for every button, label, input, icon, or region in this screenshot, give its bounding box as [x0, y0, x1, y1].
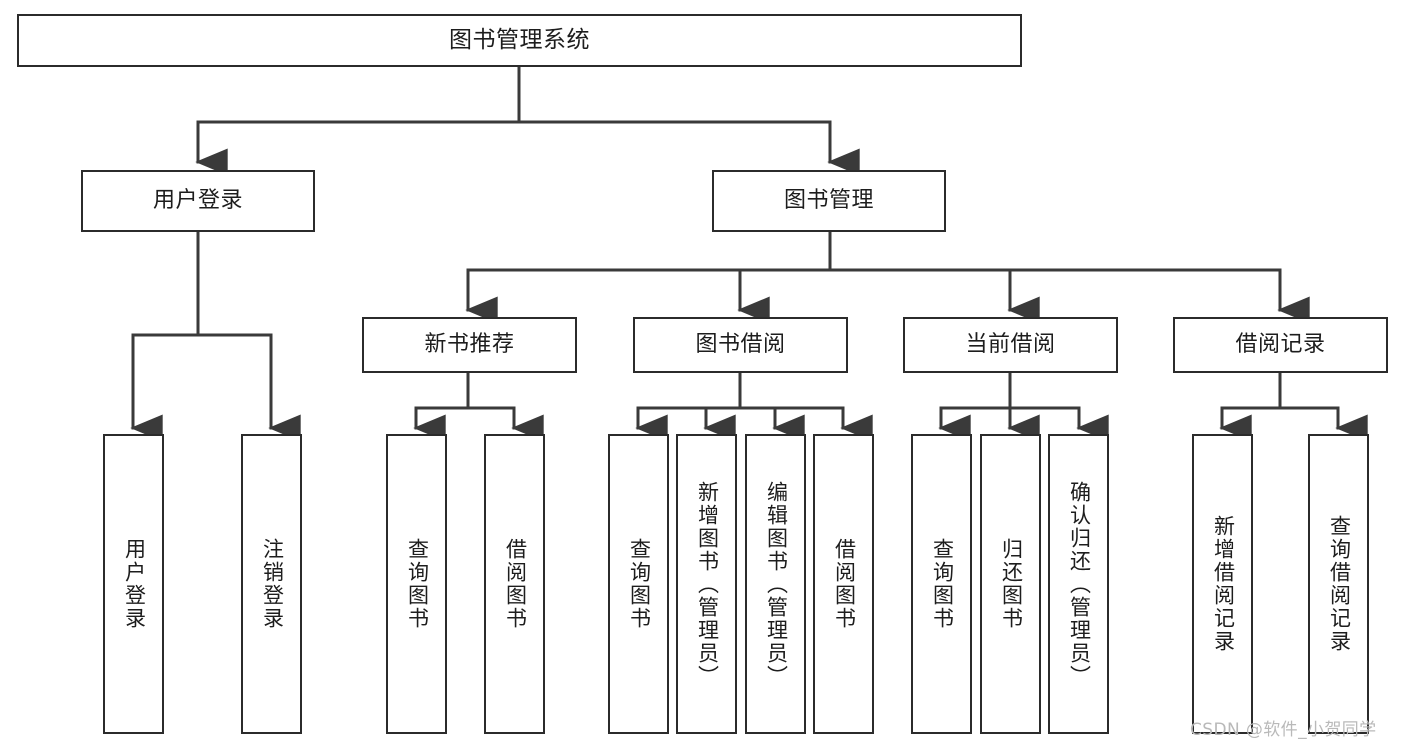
- node-leaf-return-book[interactable]: 归还图书: [980, 434, 1041, 734]
- node-leaf-borrow-book-1[interactable]: 借阅图书: [484, 434, 545, 734]
- node-label: 图书管理: [783, 187, 874, 213]
- node-label: 新增借阅记录: [1211, 515, 1236, 653]
- node-borrow-record[interactable]: 借阅记录: [1173, 317, 1388, 373]
- node-label: 用户登录: [152, 187, 243, 213]
- node-leaf-query-book-3[interactable]: 查询图书: [911, 434, 972, 734]
- node-label: 编辑图书（管理员）: [764, 480, 789, 688]
- node-label: 图书借阅: [695, 331, 786, 357]
- node-label: 归还图书: [999, 538, 1024, 630]
- node-leaf-add-record[interactable]: 新增借阅记录: [1192, 434, 1253, 734]
- node-root-book-management-system[interactable]: 图书管理系统: [17, 14, 1022, 67]
- node-new-book-recommend[interactable]: 新书推荐: [362, 317, 577, 373]
- node-label: 用户登录: [122, 538, 147, 630]
- node-leaf-add-book[interactable]: 新增图书（管理员）: [676, 434, 737, 734]
- node-label: 查询图书: [930, 538, 955, 630]
- node-label: 查询图书: [405, 538, 430, 630]
- node-label: 借阅图书: [832, 538, 857, 630]
- node-leaf-edit-book[interactable]: 编辑图书（管理员）: [745, 434, 806, 734]
- node-label: 查询借阅记录: [1327, 515, 1352, 653]
- node-label: 新书推荐: [424, 331, 515, 357]
- node-label: 图书管理系统: [449, 26, 590, 53]
- node-leaf-query-record[interactable]: 查询借阅记录: [1308, 434, 1369, 734]
- node-leaf-query-book-1[interactable]: 查询图书: [386, 434, 447, 734]
- node-leaf-query-book-2[interactable]: 查询图书: [608, 434, 669, 734]
- node-label: 确认归还（管理员）: [1067, 480, 1092, 688]
- node-label: 借阅记录: [1235, 331, 1326, 357]
- node-leaf-user-login[interactable]: 用户登录: [103, 434, 164, 734]
- node-leaf-logout-login[interactable]: 注销登录: [241, 434, 302, 734]
- node-book-borrow[interactable]: 图书借阅: [633, 317, 848, 373]
- node-current-borrow[interactable]: 当前借阅: [903, 317, 1118, 373]
- node-user-login[interactable]: 用户登录: [81, 170, 315, 232]
- node-leaf-borrow-book-2[interactable]: 借阅图书: [813, 434, 874, 734]
- node-book-manage[interactable]: 图书管理: [712, 170, 946, 232]
- csdn-watermark: CSDN @软件_小贺同学: [1190, 720, 1377, 740]
- node-label: 借阅图书: [503, 538, 528, 630]
- node-label: 查询图书: [627, 538, 652, 630]
- node-label: 当前借阅: [965, 331, 1056, 357]
- node-label: 注销登录: [260, 538, 285, 630]
- node-leaf-confirm-return[interactable]: 确认归还（管理员）: [1048, 434, 1109, 734]
- node-label: 新增图书（管理员）: [695, 480, 720, 688]
